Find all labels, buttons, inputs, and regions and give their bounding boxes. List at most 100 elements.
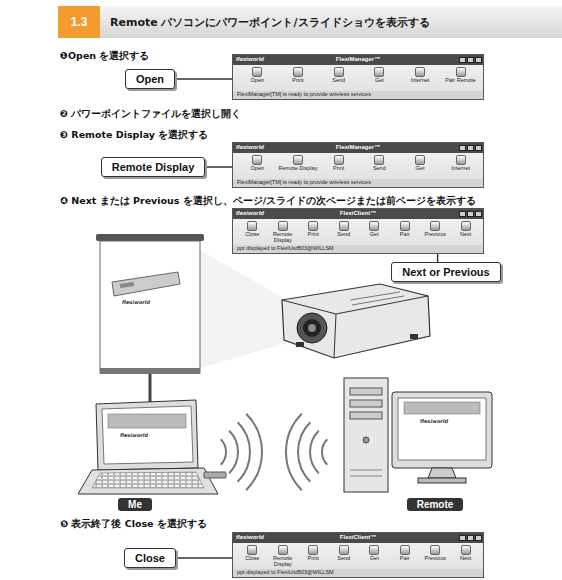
toolbar-icon [415, 155, 425, 165]
callout-box-text: Remote Display [112, 161, 195, 173]
projector-part [352, 296, 404, 305]
window-button [467, 211, 474, 217]
toolbar-btn-text: Get [400, 166, 441, 172]
leader-line [175, 78, 232, 80]
window-button [459, 211, 466, 217]
toolbar-btn-text: Print [318, 166, 359, 172]
monitor-part [428, 468, 456, 478]
toolbar-btn-text: Pair [390, 232, 421, 238]
toolbar-icon [247, 221, 257, 231]
callout-box: Open [125, 69, 175, 89]
wave-arc [286, 414, 302, 490]
toolbar-btn-text: Print [298, 556, 329, 562]
window-button [475, 535, 482, 541]
window-button [459, 145, 466, 151]
toolbar-status-text: FlexiManager[TM] is ready to provide wir… [237, 92, 371, 98]
section-number-text: 1.3 [71, 15, 88, 29]
toolbar-btn-text: Get [359, 78, 400, 84]
laptop-part [78, 468, 218, 494]
window-button [467, 145, 474, 151]
toolbar-btn-text: Open [237, 166, 278, 172]
toolbar-title-text: FlexiManager™ [233, 144, 483, 150]
toolbar-screenshot: flexiworldFlexiManager™OpenPrintSendGetI… [232, 54, 484, 100]
toolbar-status-text: ppt displayed to FlexiUsrB03@WILLSM [237, 246, 334, 252]
toolbar-title-text: FlexiClient™ [233, 534, 483, 540]
desktop-tower-part [350, 476, 382, 477]
toolbar-screenshot: flexiworldFlexiClient™CloseRemote Displa… [232, 532, 484, 578]
window-button [459, 535, 466, 541]
toolbar-title-text: FlexiManager™ [233, 56, 483, 62]
toolbar-btn-text: Previous [420, 556, 451, 562]
device-tag: Me [118, 498, 152, 511]
step-text: ❺ 表示終了後 Close を選択する [60, 518, 207, 531]
toolbar-icon [461, 221, 471, 231]
callout-box-text: Close [135, 552, 165, 564]
toolbar-btn-text: Next [451, 232, 482, 238]
logo-text: flexiworld [420, 418, 448, 424]
toolbar-icon [461, 545, 471, 555]
projector-part [308, 324, 316, 332]
logo-text: flexiworld [122, 299, 150, 305]
toolbar-icon [339, 221, 349, 231]
desktop-tower-part [363, 437, 369, 443]
toolbar-btn-text: Previous [420, 232, 451, 238]
toolbar-icon [374, 155, 384, 165]
monitor-part [392, 392, 492, 468]
wave-arc [221, 439, 226, 464]
toolbar-btn-text: Open [237, 78, 278, 84]
step-text: ❶Open を選択する [60, 50, 149, 63]
laptop-part [96, 400, 198, 470]
toolbar-btn-text: Send [359, 166, 400, 172]
toolbar-icon [430, 545, 440, 555]
projector-part [282, 284, 430, 358]
toolbar-btn-text: Pair Remote [440, 78, 481, 84]
projector-part [303, 319, 321, 337]
toolbar-icon [252, 155, 262, 165]
toolbar-btn-text: Send [318, 78, 359, 84]
toolbar-icon [247, 545, 257, 555]
toolbar-icon [456, 67, 466, 77]
callout-box: Remote Display [101, 157, 206, 177]
toolbar-btn-text: Next [451, 556, 482, 562]
laptop-part [204, 472, 226, 478]
toolbar-btn-text: Close [237, 556, 268, 562]
monitor-part [418, 478, 466, 483]
device-tag: Remote [407, 498, 464, 511]
toolbar-logo-text: flexiworld [236, 56, 264, 62]
toolbar-status-text: FlexiManager[TM] is ready to provide wir… [237, 180, 371, 186]
desktop-tower-part [350, 400, 382, 407]
toolbar-icon [400, 545, 410, 555]
title-band: Remote パソコンにパワーポイント/スライドショウを表示する [100, 6, 562, 38]
callout-box: Close [124, 548, 176, 568]
toolbar-btn-text: Send [329, 232, 360, 238]
step-text: ❸ Remote Display を選択する [60, 129, 208, 142]
toolbar-btn-text: Close [237, 232, 268, 238]
toolbar-logo-text: flexiworld [236, 210, 264, 216]
projection-screen-part [120, 282, 134, 288]
device-tag-text: Me [128, 499, 142, 510]
toolbar-icon [252, 67, 262, 77]
toolbar-icon [308, 545, 318, 555]
projector-part [410, 334, 418, 339]
toolbar-icon [374, 67, 384, 77]
callout-box: Next or Previous [391, 262, 500, 282]
toolbar-icon [369, 221, 379, 231]
toolbar-icon [369, 545, 379, 555]
desktop-tower-part [344, 378, 388, 492]
window-button [467, 535, 474, 541]
toolbar-icon [400, 221, 410, 231]
toolbar-screenshot: flexiworldFlexiClient™CloseRemote Displa… [232, 208, 484, 254]
toolbar-icon [339, 545, 349, 555]
step-text: ❹ Next または Previous を選択し、ページ/スライドの次ページまた… [60, 195, 476, 208]
wave-arc [322, 439, 327, 464]
monitor-part [404, 402, 480, 414]
toolbar-icon [308, 221, 318, 231]
toolbar-btn-text: Pair [390, 556, 421, 562]
desktop-tower-part [350, 470, 382, 471]
projector-part [350, 292, 400, 300]
section-number: 1.3 [58, 6, 100, 38]
device-tag-text: Remote [417, 499, 454, 510]
projection-screen-part [100, 368, 200, 374]
toolbar-btn-text: Internet [400, 78, 441, 84]
desktop-tower-part [350, 388, 382, 395]
